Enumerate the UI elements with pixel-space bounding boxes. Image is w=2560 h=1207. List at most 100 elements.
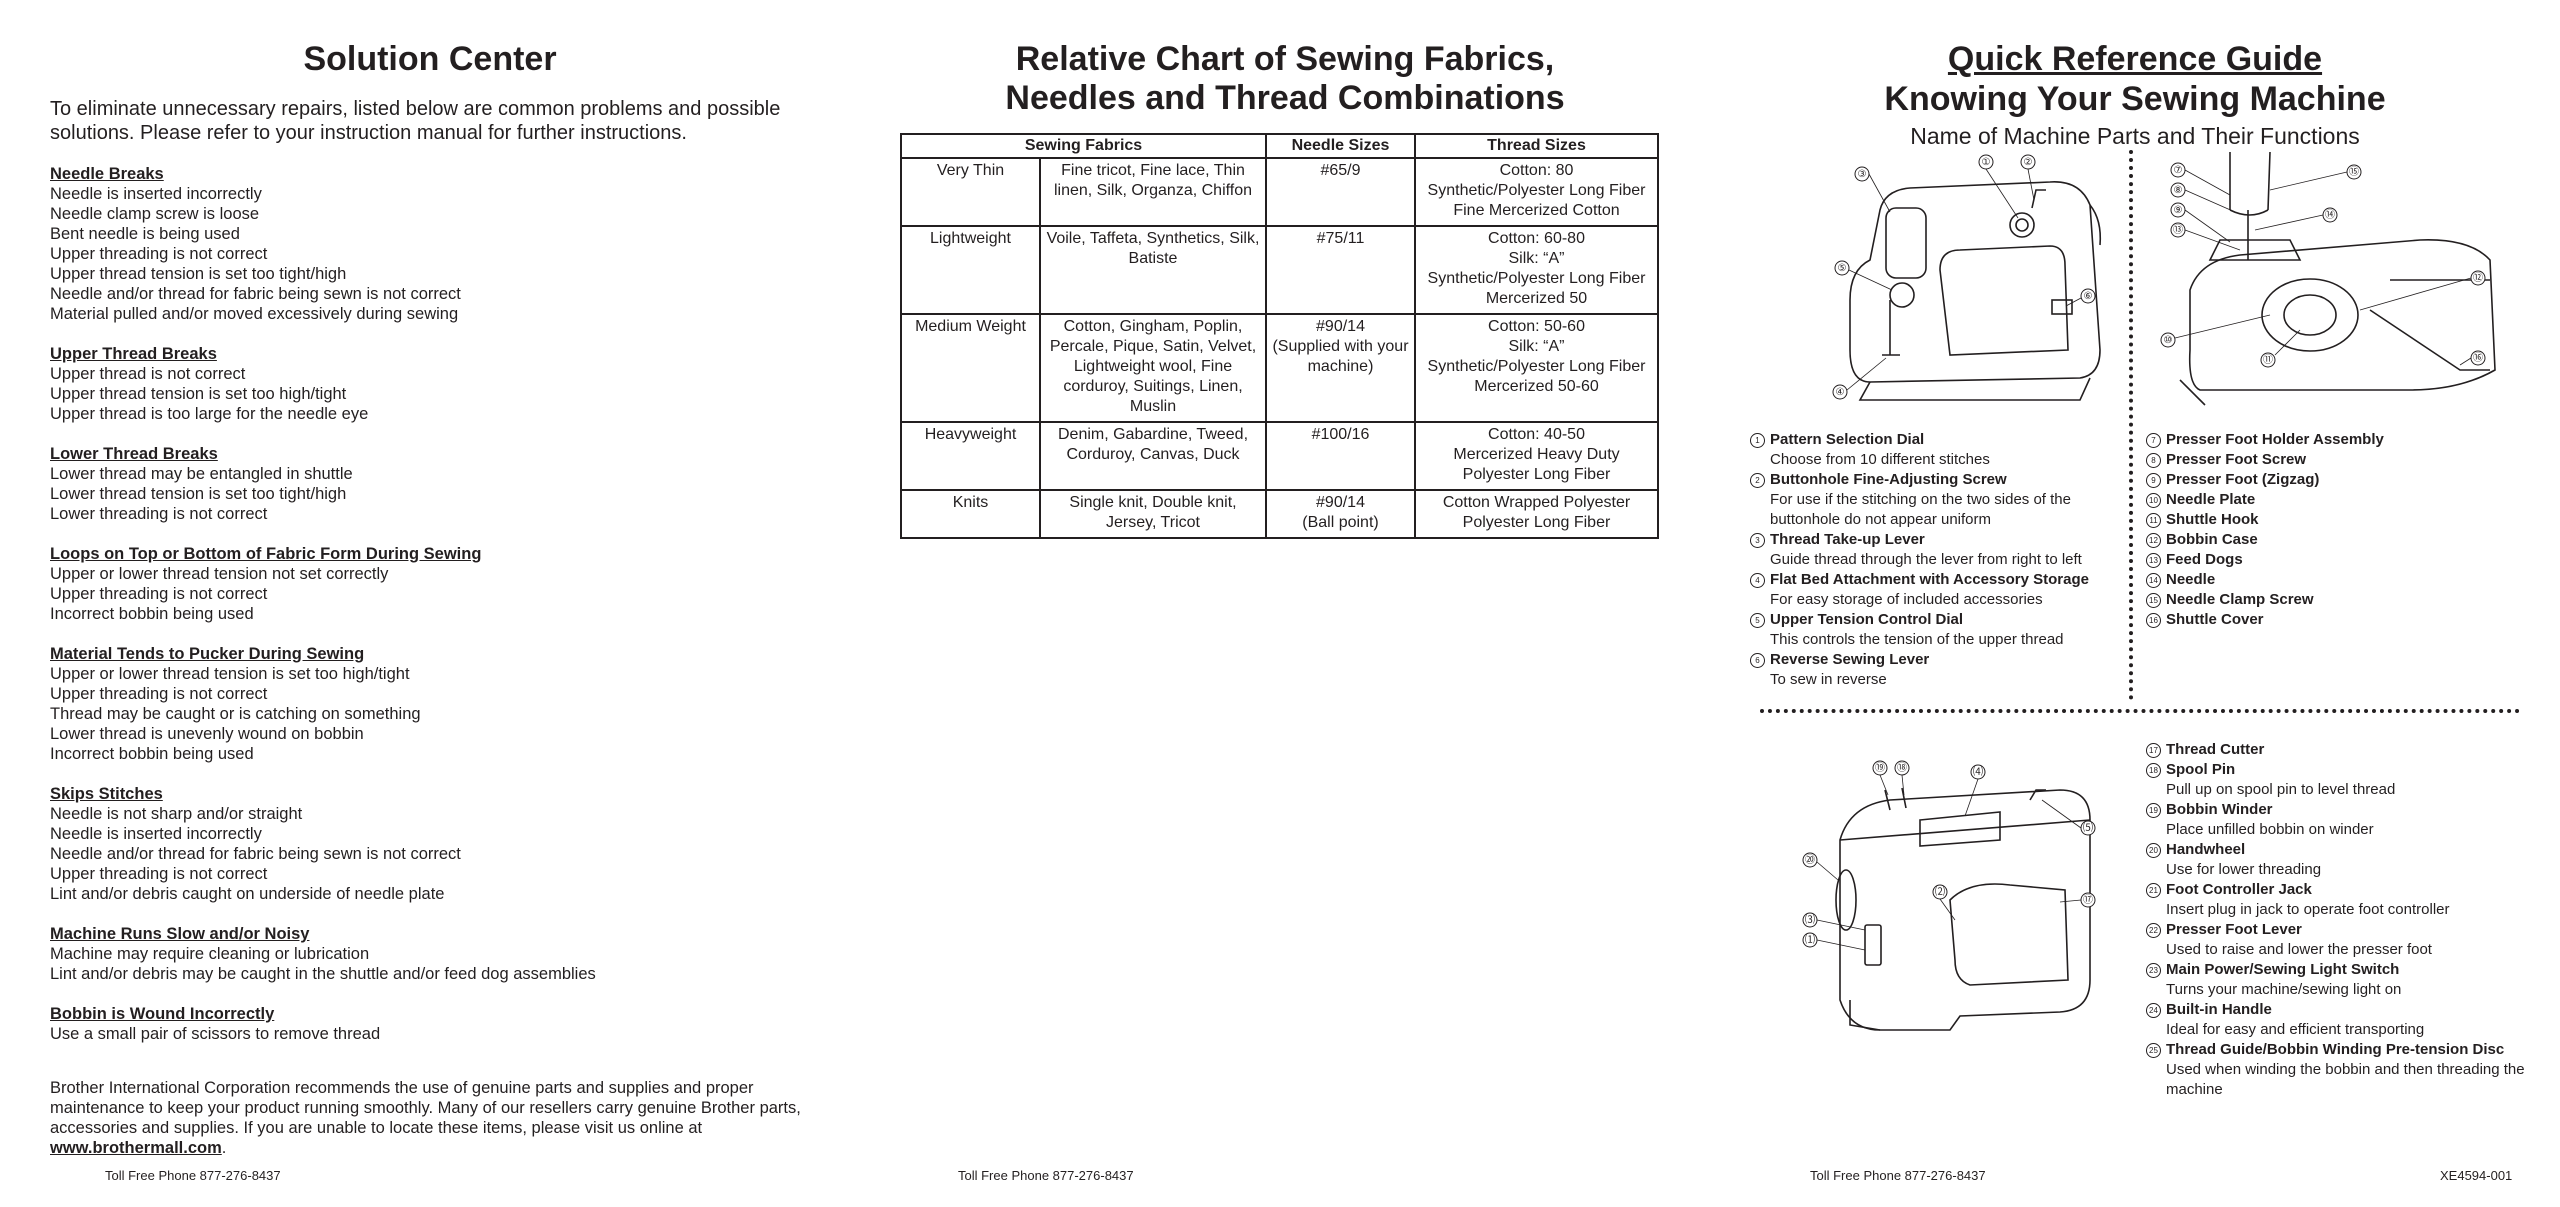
part-number-badge: 22 xyxy=(2146,923,2161,938)
svg-text:⑫: ⑫ xyxy=(2473,272,2483,284)
part-number-badge: 16 xyxy=(2146,613,2161,628)
part-number-badge: 10 xyxy=(2146,493,2161,508)
solution-center-intro: To eliminate unnecessary repairs, listed… xyxy=(50,98,781,144)
problem-heading: Loops on Top or Bottom of Fabric Form Du… xyxy=(50,545,482,563)
table-header-row: Sewing Fabrics Needle Sizes Thread Sizes xyxy=(900,133,1659,159)
svg-text:⑭: ⑭ xyxy=(2325,209,2335,221)
part-description: Turns your machine/sewing light on xyxy=(2166,981,2402,998)
svg-text:⑯: ⑯ xyxy=(2473,352,2483,364)
part-number-badge: 11 xyxy=(2146,513,2161,528)
problem-cause: Upper threading is not correct xyxy=(50,685,268,703)
callout-22: ⑵ xyxy=(1932,884,1948,900)
problem-cause: Lower thread tension is set too tight/hi… xyxy=(50,485,347,503)
callout-18: ⑱ xyxy=(1894,760,1910,776)
fabric-weight-cell: Lightweight xyxy=(900,225,1041,315)
solution-center-footer: Brother International Corporation recomm… xyxy=(50,1078,850,1158)
svg-text:⑪: ⑪ xyxy=(2263,354,2273,366)
part-name: Built-in Handle xyxy=(2166,1001,2272,1018)
fabric-chart-panel: Relative Chart of Sewing Fabrics, Needle… xyxy=(900,0,1670,1207)
problem-cause: Upper threading is not correct xyxy=(50,585,268,603)
problem-heading: Skips Stitches xyxy=(50,785,163,803)
callout-2: ② xyxy=(2020,154,2036,170)
document-code: XE4594-001 xyxy=(2440,1168,2513,1183)
problem-cause: Upper or lower thread tension is set too… xyxy=(50,665,410,683)
solution-center-title: Solution Center xyxy=(303,40,557,78)
brothermall-link[interactable]: www.brothermall.com xyxy=(50,1139,222,1157)
callout-11: ⑪ xyxy=(2260,352,2276,368)
fabric-chart-title-line2: Needles and Thread Combinations xyxy=(1005,79,1565,117)
svg-text:④: ④ xyxy=(1836,387,1845,398)
callout-9: ⑨ xyxy=(2170,202,2186,218)
svg-text:⑰: ⑰ xyxy=(2083,894,2093,906)
thread-size-cell: Cotton Wrapped Polyester Polyester Long … xyxy=(1414,489,1659,539)
fabric-chart-title: Relative Chart of Sewing Fabrics, Needle… xyxy=(900,40,1670,118)
problem-heading: Material Tends to Pucker During Sewing xyxy=(50,645,365,663)
part-name: Thread Take-up Lever xyxy=(1770,531,1925,548)
callout-10: ⑩ xyxy=(2160,332,2176,348)
part-number-badge: 19 xyxy=(2146,803,2161,818)
problem-cause: Lower threading is not correct xyxy=(50,505,268,523)
part-name: Pattern Selection Dial xyxy=(1770,431,1925,448)
callout-1: ① xyxy=(1978,154,1994,170)
part-number-badge: 9 xyxy=(2146,473,2161,488)
footer-end: . xyxy=(221,1139,227,1157)
part-description: Used when winding the bobbin and then th… xyxy=(2166,1061,2525,1098)
callout-16: ⑯ xyxy=(2470,350,2486,366)
part-description: Use for lower threading xyxy=(2166,861,2322,878)
part-name: Flat Bed Attachment with Accessory Stora… xyxy=(1770,571,2089,588)
part-number-badge: 25 xyxy=(2146,1043,2161,1058)
quick-reference-title: Quick Reference Guide xyxy=(1947,40,2323,78)
part-number-badge: 4 xyxy=(1750,573,1765,588)
part-description: This controls the tension of the upper t… xyxy=(1770,631,2064,648)
header-thread-sizes: Thread Sizes xyxy=(1414,133,1659,159)
svg-text:⑱: ⑱ xyxy=(1897,762,1907,774)
part-number-badge: 7 xyxy=(2146,433,2161,448)
part-name: Bobbin Case xyxy=(2166,531,2258,548)
part-number-badge: 15 xyxy=(2146,593,2161,608)
problem-cause: Lower thread may be entangled in shuttle xyxy=(50,465,353,483)
problem-cause: Upper threading is not correct xyxy=(50,865,268,883)
problem-cause: Material pulled and/or moved excessively… xyxy=(50,305,459,323)
part-name: Thread Cutter xyxy=(2166,741,2265,758)
fabric-needle-thread-table: Sewing Fabrics Needle Sizes Thread Sizes… xyxy=(900,133,1659,539)
part-number-badge: 17 xyxy=(2146,743,2161,758)
problem-cause: Upper thread tension is set too tight/hi… xyxy=(50,265,347,283)
part-number-badge: 5 xyxy=(1750,613,1765,628)
part-name: Feed Dogs xyxy=(2166,551,2243,568)
part-item: 11 Shuttle Hook xyxy=(2146,510,2516,530)
part-name: Shuttle Hook xyxy=(2166,511,2259,528)
part-number-badge: 2 xyxy=(1750,473,1765,488)
quick-reference-subsubtitle: Name of Machine Parts and Their Function… xyxy=(1910,123,2360,149)
svg-text:⑴: ⑴ xyxy=(1805,933,1815,946)
svg-text:③: ③ xyxy=(1858,169,1867,180)
problem-cause: Incorrect bobbin being used xyxy=(50,605,254,623)
part-description: To sew in reverse xyxy=(1770,671,1887,688)
part-number-badge: 6 xyxy=(1750,653,1765,668)
svg-text:⑮: ⑮ xyxy=(2349,166,2359,178)
part-name: Bobbin Winder xyxy=(2166,801,2273,818)
problem-heading: Lower Thread Breaks xyxy=(50,445,218,463)
problem-cause: Needle is not sharp and/or straight xyxy=(50,805,303,823)
dotted-divider-vertical xyxy=(2129,150,2133,700)
callout-3: ③ xyxy=(1854,166,1870,182)
